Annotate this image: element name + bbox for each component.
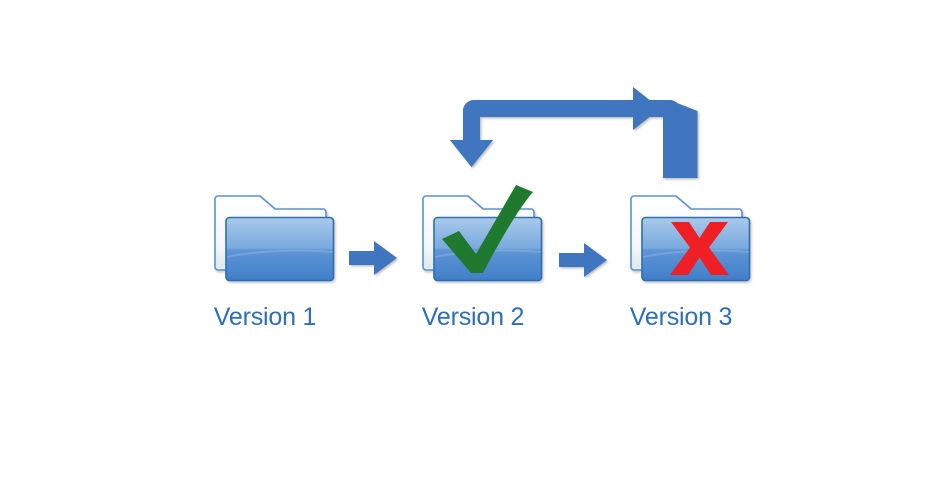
check-glyph (442, 185, 533, 273)
cross-glyph (670, 222, 729, 275)
rollback-loop-arrow (450, 87, 698, 178)
plain-folder-icon (214, 195, 335, 282)
green-check-icon (422, 185, 543, 282)
arrow-version2-to-version3 (559, 243, 607, 277)
arrow-version1-to-version2 (349, 241, 397, 275)
node-label-version-1: Version 1 (213, 303, 317, 331)
node-label-version-2: Version 2 (421, 303, 525, 331)
node-label-version-3: Version 3 (629, 303, 733, 331)
red-x-icon (630, 195, 751, 282)
